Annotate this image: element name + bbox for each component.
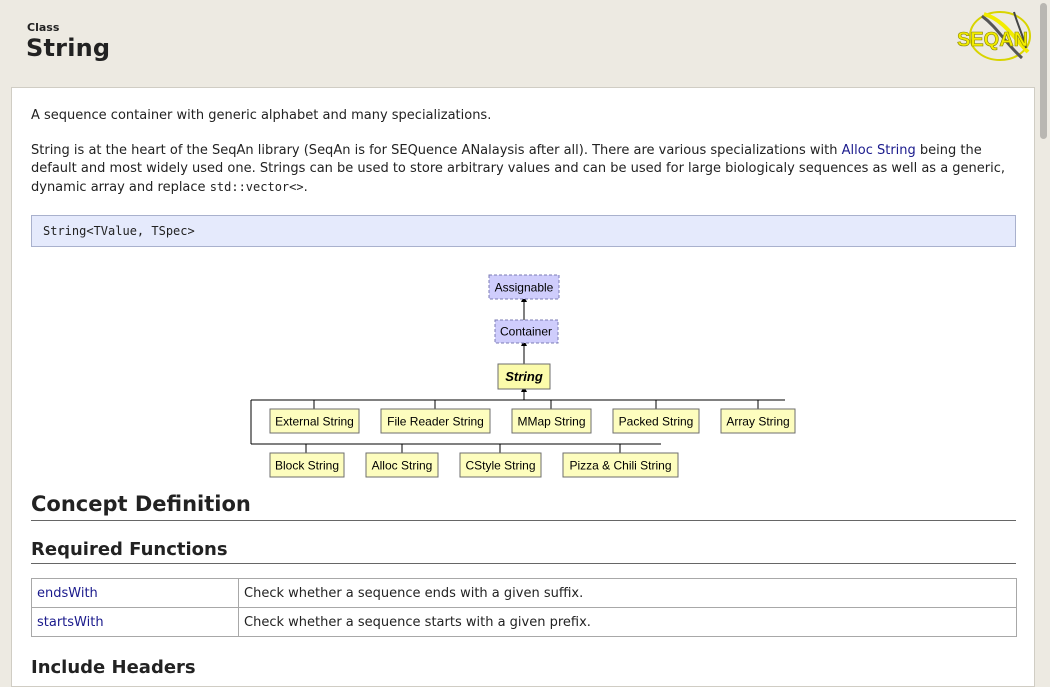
section-heading-include-headers: Include Headers — [31, 657, 196, 678]
node-label: CStyle String — [465, 459, 535, 473]
page-title: String — [26, 34, 111, 62]
diagram-node-block-string[interactable]: Block String — [269, 452, 345, 478]
diagram-node-array-string[interactable]: Array String — [720, 408, 796, 434]
summary-text: A sequence container with generic alphab… — [31, 108, 492, 123]
section-heading-required-functions: Required Functions — [31, 539, 228, 560]
node-label: Block String — [275, 459, 339, 473]
table-row: startsWith Check whether a sequence star… — [31, 607, 1017, 637]
seqan-logo[interactable]: SEQAN — [954, 8, 1034, 64]
node-label: External String — [275, 415, 354, 429]
diagram-node-packed-string[interactable]: Packed String — [612, 408, 700, 434]
description-part: being the default and most widely used o… — [31, 143, 1006, 195]
diagram-node-alloc-string[interactable]: Alloc String — [365, 452, 439, 478]
description-part: String is at the heart of the SeqAn libr… — [31, 143, 842, 158]
diagram-node-string-current: String — [497, 363, 551, 390]
required-functions-table: endsWith Check whether a sequence ends w… — [31, 578, 1017, 637]
description-text: String is at the heart of the SeqAn libr… — [31, 142, 1021, 197]
main-content: A sequence container with generic alphab… — [11, 87, 1035, 687]
function-description: Check whether a sequence ends with a giv… — [238, 578, 1017, 608]
node-label: Assignable — [495, 281, 554, 295]
section-heading-concept-definition: Concept Definition — [31, 492, 251, 516]
description-part: . — [303, 180, 308, 195]
diagram-node-file-reader-string[interactable]: File Reader String — [380, 408, 491, 434]
node-label: Pizza & Chili String — [569, 459, 671, 473]
entity-kind-label: Class — [27, 21, 60, 34]
scrollbar-thumb[interactable] — [1040, 3, 1047, 139]
logo-text: SEQAN — [957, 29, 1028, 51]
section-divider — [31, 563, 1016, 564]
node-label: Alloc String — [372, 459, 433, 473]
function-link-startswith[interactable]: startsWith — [31, 607, 239, 637]
diagram-node-mmap-string[interactable]: MMap String — [511, 408, 592, 434]
diagram-node-cstyle-string[interactable]: CStyle String — [459, 452, 542, 478]
node-label: MMap String — [517, 415, 585, 429]
node-label: Array String — [726, 415, 789, 429]
function-description: Check whether a sequence starts with a g… — [238, 607, 1017, 637]
diagram-node-assignable[interactable]: Assignable — [488, 274, 560, 300]
function-link-endswith[interactable]: endsWith — [31, 578, 239, 608]
node-label: Packed String — [619, 415, 694, 429]
std-vector-code: std::vector<> — [209, 180, 304, 194]
class-signature: String<TValue, TSpec> — [31, 215, 1016, 247]
vertical-scrollbar[interactable] — [1037, 0, 1050, 682]
node-label: File Reader String — [387, 415, 484, 429]
alloc-string-link[interactable]: Alloc String — [841, 143, 916, 158]
node-label: String — [505, 369, 543, 384]
diagram-node-container[interactable]: Container — [494, 319, 559, 344]
node-label: Container — [500, 325, 552, 339]
page-header: Class String SEQAN — [0, 0, 1036, 84]
diagram-node-pizza-chili-string[interactable]: Pizza & Chili String — [562, 452, 679, 478]
table-row: endsWith Check whether a sequence ends w… — [31, 578, 1017, 608]
diagram-node-external-string[interactable]: External String — [269, 408, 360, 434]
section-divider — [31, 520, 1016, 521]
